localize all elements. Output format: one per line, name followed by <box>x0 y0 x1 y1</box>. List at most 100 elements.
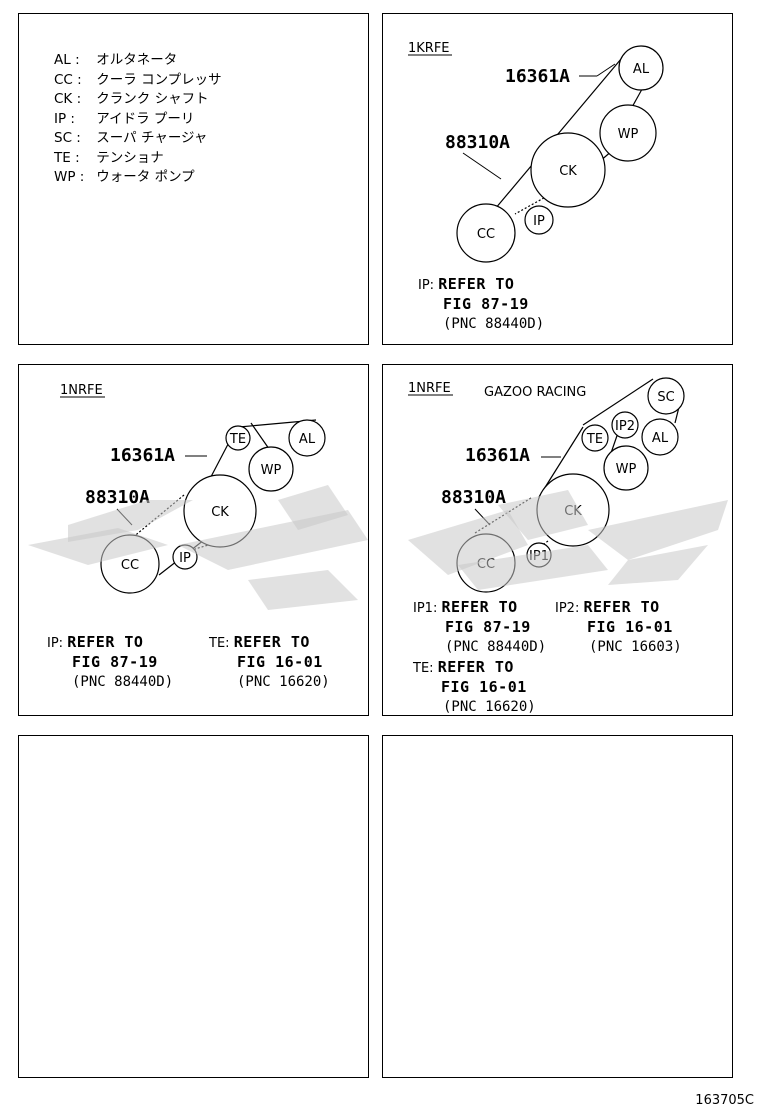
ref-pnc: (PNC 88440D) <box>72 674 174 690</box>
figure-number: 163705C <box>695 1093 754 1108</box>
ref-label: IP2: <box>555 601 580 616</box>
tensioner-pulley <box>225 425 251 451</box>
cooler-compressor-pulley <box>456 203 516 263</box>
idler-pulley <box>524 205 554 235</box>
legend-desc: スーパ チャージャ <box>96 130 208 146</box>
belt-diagram-1nrfe: 1NRFE TE AL WP CK CC IP 16361A 88310A IP… <box>18 364 369 716</box>
reference-note-ip1-pnc: (PNC 88440D) <box>445 637 546 658</box>
reference-note-te-fig: FIG 16-01 <box>237 652 323 674</box>
leader-line <box>116 508 133 526</box>
pulley-label: WP <box>618 127 639 142</box>
legend-desc: オルタネータ <box>96 52 178 68</box>
legend-sep: : <box>76 91 82 107</box>
ref-refer: REFER TO <box>438 275 515 293</box>
reference-note-ip-fig: FIG 87-19 <box>72 652 158 674</box>
pulley-label: CC <box>477 227 495 242</box>
reference-note-te-pnc: (PNC 16620) <box>237 672 330 693</box>
ref-fig: FIG 87-19 <box>443 295 529 313</box>
water-pump-pulley <box>248 446 294 492</box>
pulley-label: CK <box>564 504 582 519</box>
pulley-label: IP1 <box>529 549 549 564</box>
reference-note-ip-pnc: (PNC 88440D) <box>72 672 173 693</box>
reference-note-ip: IP: REFER TO <box>47 632 143 654</box>
abbreviation-legend: AL : オルタネータ CC : クーラ コンプレッサ CK : クランク シャ… <box>54 51 222 188</box>
ref-fig: FIG 16-01 <box>237 653 323 671</box>
legend-panel: AL : オルタネータ CC : クーラ コンプレッサ CK : クランク シャ… <box>18 13 369 345</box>
legend-code: SC <box>54 130 72 146</box>
pulley-label: CK <box>559 164 577 179</box>
legend-code: IP <box>54 110 67 127</box>
ref-label: IP: <box>418 278 435 293</box>
belt-diagram-1krfe: 1KRFE AL WP CK CC IP 16361A 88310A IP: R… <box>382 13 733 345</box>
legend-row: TE : テンショナ <box>54 149 222 169</box>
pulley-label: CC <box>121 558 139 573</box>
leader-line <box>474 508 491 526</box>
belt-routing-svg: 1KRFE AL WP CK CC IP 16361A 88310A <box>408 41 664 263</box>
alternator-pulley <box>288 419 326 457</box>
ref-pnc: (PNC 88440D) <box>445 639 547 655</box>
pulley-label: TE <box>229 432 246 447</box>
reference-note-ip1-fig: FIG 87-19 <box>445 617 531 639</box>
alternator-pulley <box>618 45 664 91</box>
ref-refer: REFER TO <box>583 598 660 616</box>
empty-panel <box>18 735 369 1078</box>
reference-note-ip1: IP1: REFER TO <box>413 597 518 619</box>
reference-note-ip-fig: FIG 87-19 <box>443 294 529 316</box>
ref-fig: FIG 16-01 <box>587 618 673 636</box>
pulley-label: SC <box>657 390 674 405</box>
reference-note-te-fig: FIG 16-01 <box>441 677 527 699</box>
legend-sep: : <box>75 52 80 68</box>
legend-sep: : <box>70 110 75 127</box>
legend-sep: : <box>79 169 85 185</box>
water-pump-pulley <box>599 104 657 162</box>
legend-row: WP : ウォータ ポンプ <box>54 168 222 188</box>
legend-row: IP : アイドラ プーリ <box>54 110 222 130</box>
legend-desc: ウォータ ポンプ <box>96 169 195 185</box>
pulley-label: AL <box>299 432 316 447</box>
part-number-belt: 16361A <box>505 66 570 87</box>
engine-label: 1NRFE <box>408 381 451 396</box>
empty-panel <box>382 735 733 1078</box>
pulley-label: IP <box>179 551 191 566</box>
legend-row: SC : スーパ チャージャ <box>54 129 222 149</box>
leader-line <box>462 152 502 180</box>
legend-row: AL : オルタネータ <box>54 51 222 71</box>
legend-sep: : <box>76 130 81 146</box>
pulley-label: CC <box>477 557 495 572</box>
legend-code: CK <box>54 91 73 107</box>
reference-note-te: TE: REFER TO <box>413 657 514 679</box>
engine-label: 1NRFE <box>60 383 103 398</box>
pulley-label: TE <box>586 432 603 447</box>
legend-code: WP <box>54 169 76 185</box>
ref-pnc: (PNC 16603) <box>589 639 682 655</box>
belt-diagram-1nrfe-gazoo: 1NRFE GAZOO RACING SC IP2 TE AL WP CK CC… <box>382 364 733 716</box>
pulley-label: AL <box>633 62 650 77</box>
crankshaft-pulley <box>530 132 606 208</box>
legend-sep: : <box>75 149 80 166</box>
pulley-label: WP <box>261 463 282 478</box>
part-number-damper: 88310A <box>441 487 506 508</box>
idler-pulley-2 <box>611 411 639 439</box>
ref-label: TE: <box>413 661 434 676</box>
pulley-label: CK <box>211 505 229 520</box>
legend-desc: クランク シャフト <box>96 91 209 107</box>
reference-note-ip: IP: REFER TO <box>418 274 514 296</box>
legend-desc: クーラ コンプレッサ <box>96 71 222 88</box>
reference-note-ip2: IP2: REFER TO <box>555 597 660 619</box>
pulley-label: IP <box>533 214 545 229</box>
legend-code: CC <box>54 71 73 88</box>
ref-pnc: (PNC 16620) <box>443 699 536 715</box>
ref-fig: FIG 16-01 <box>441 678 527 696</box>
alternator-pulley <box>641 418 679 456</box>
ref-refer: REFER TO <box>233 633 310 651</box>
ref-refer: REFER TO <box>437 658 514 676</box>
belt-line <box>582 378 654 426</box>
variant-label: GAZOO RACING <box>484 385 586 400</box>
part-number-belt: 16361A <box>465 445 530 466</box>
ref-label: TE: <box>209 636 230 651</box>
reference-note-ip-pnc: (PNC 88440D) <box>443 314 544 335</box>
pulley-label: IP2 <box>615 419 635 434</box>
ref-label: IP1: <box>413 601 438 616</box>
legend-desc: アイドラ プーリ <box>96 110 195 127</box>
belt-line <box>514 193 552 215</box>
